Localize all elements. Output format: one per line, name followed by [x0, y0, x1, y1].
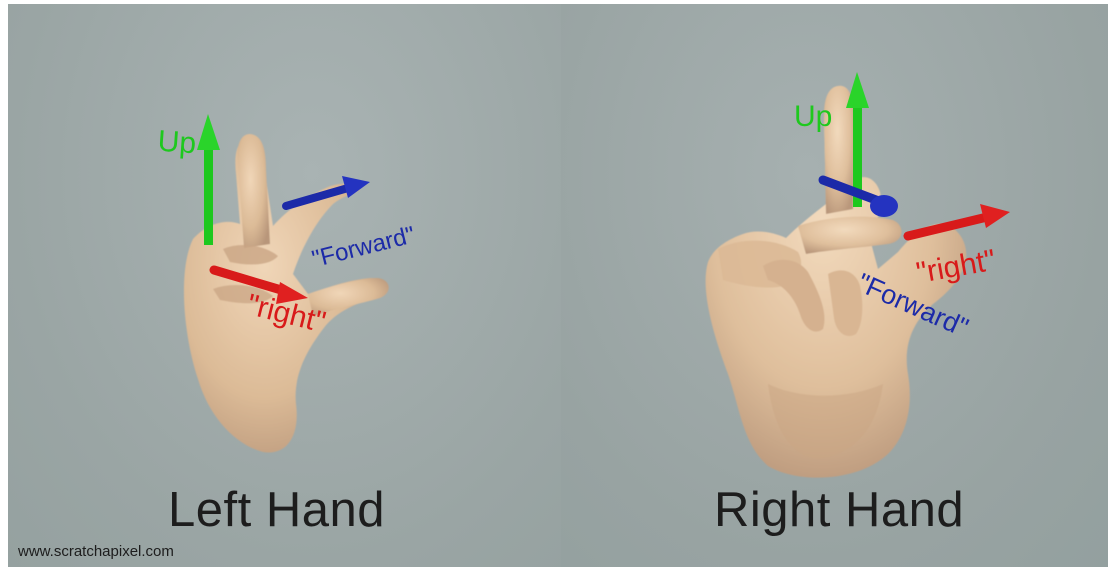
- right-right-arrow: [908, 204, 1010, 236]
- right-hand-caption: Right Hand: [714, 482, 964, 538]
- left-hand-caption: Left Hand: [168, 482, 385, 538]
- right-up-label: Up: [794, 100, 832, 133]
- source-watermark: www.scratchapixel.com: [18, 543, 174, 560]
- left-forward-label: "Forward": [309, 221, 417, 273]
- figure-frame: Up "Forward" "right" Up "Forward" "right…: [8, 4, 1108, 567]
- left-up-label: Up: [157, 125, 198, 161]
